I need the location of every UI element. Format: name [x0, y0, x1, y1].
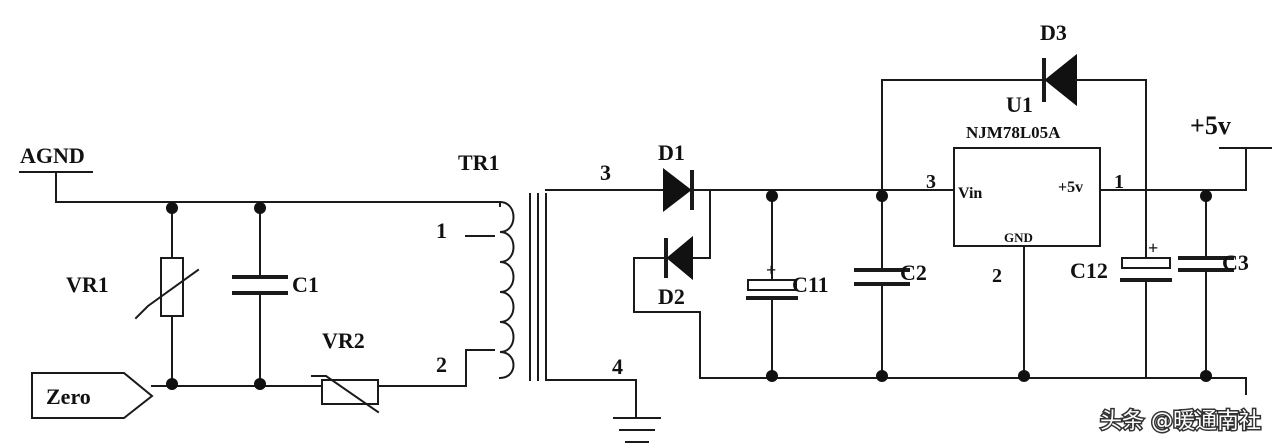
zero-label: Zero — [46, 384, 91, 409]
u1-vout-label: +5v — [1058, 179, 1083, 196]
tr1-pin4-label: 4 — [612, 354, 623, 379]
zero-terminal — [31, 372, 154, 419]
vr1-label: VR1 — [66, 272, 109, 297]
tr1-pin2-label: 2 — [436, 352, 447, 377]
junction-dot — [766, 370, 778, 382]
junction-dot — [254, 202, 266, 214]
d1-label: D1 — [658, 140, 685, 165]
u1-vin-label: Vin — [958, 185, 982, 202]
c12-capacitor — [1120, 257, 1172, 379]
tr1-label: TR1 — [458, 150, 500, 175]
junction-dot — [166, 202, 178, 214]
junction-dot — [1018, 370, 1030, 382]
watermark: 头条 @暖通南社 — [1099, 408, 1263, 436]
tr1-pin3-label: 3 — [600, 160, 611, 185]
c11-capacitor — [746, 189, 798, 379]
d2-diode — [633, 189, 711, 379]
tr1-pin1-label: 1 — [436, 218, 447, 243]
junction-dot — [1200, 190, 1212, 202]
u1-label: U1 — [1006, 92, 1033, 117]
u1-pin3-label: 3 — [926, 171, 936, 193]
u1-gnd-label: GND — [1004, 230, 1033, 245]
c11-label: C11 — [792, 272, 829, 297]
vout-label: +5v — [1190, 111, 1231, 140]
watermark-text: 头条 @暖通南社 — [1100, 409, 1261, 434]
c2-capacitor — [854, 79, 910, 379]
junction-dot — [254, 378, 266, 390]
c3-capacitor — [1178, 189, 1234, 379]
vr2-varistor — [311, 375, 380, 414]
junction-dot — [1200, 370, 1212, 382]
vr1-varistor — [134, 201, 200, 387]
junction-dot — [166, 378, 178, 390]
junction-dot — [876, 370, 888, 382]
c1-capacitor — [232, 201, 288, 387]
c2-label: C2 — [900, 260, 927, 285]
u1-pin2-label: 2 — [992, 265, 1002, 287]
tr1-transformer — [465, 193, 547, 387]
c12-label: C12 — [1070, 258, 1108, 283]
c3-label: C3 — [1222, 250, 1249, 275]
c11-plus: + — [766, 260, 776, 280]
d3-label: D3 — [1040, 20, 1067, 45]
d1-diode — [663, 167, 694, 213]
c1-label: C1 — [292, 272, 319, 297]
u1-part-label: NJM78L05A — [966, 123, 1061, 142]
vr2-label: VR2 — [322, 328, 365, 353]
u1-regulator — [953, 147, 1247, 379]
d2-label: D2 — [658, 284, 685, 309]
ground-symbol — [613, 379, 661, 443]
c12-plus: + — [1148, 238, 1158, 258]
junction-dot — [876, 190, 888, 202]
junction-dot — [766, 190, 778, 202]
vout-terminal — [1219, 147, 1272, 191]
u1-pin1-label: 1 — [1114, 171, 1124, 193]
agnd-terminal — [19, 171, 93, 203]
agnd-label: AGND — [20, 143, 85, 168]
d3-diode — [881, 53, 1147, 259]
